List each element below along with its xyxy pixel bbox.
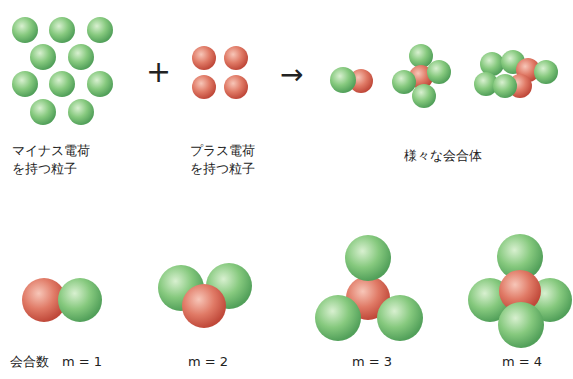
aggregation-number: m = 4: [502, 353, 542, 371]
positive-particles: [192, 46, 248, 99]
particle-label: マイナス電荷 を持つ粒子: [12, 142, 103, 177]
aggregate-m4: [468, 234, 572, 348]
aggregate-m2: [158, 263, 252, 328]
aggregate-cluster: [474, 50, 558, 98]
aggregate-pair: [330, 67, 373, 93]
aggregation-number: m = 2: [188, 353, 228, 371]
particle-label: プラス電荷 を持つ粒子: [190, 142, 281, 177]
plus-sign: +: [146, 52, 171, 93]
aggregation-number: 会合数 m = 1: [10, 353, 102, 371]
aggregation-number: m = 3: [352, 353, 392, 371]
aggregate-label: 様々な会合体: [404, 147, 482, 165]
reaction-arrow: →: [280, 56, 303, 94]
aggregate-cluster: [392, 44, 451, 108]
negative-particles: [12, 17, 113, 125]
aggregate-m1: [22, 278, 102, 322]
aggregate-m3: [315, 235, 423, 341]
